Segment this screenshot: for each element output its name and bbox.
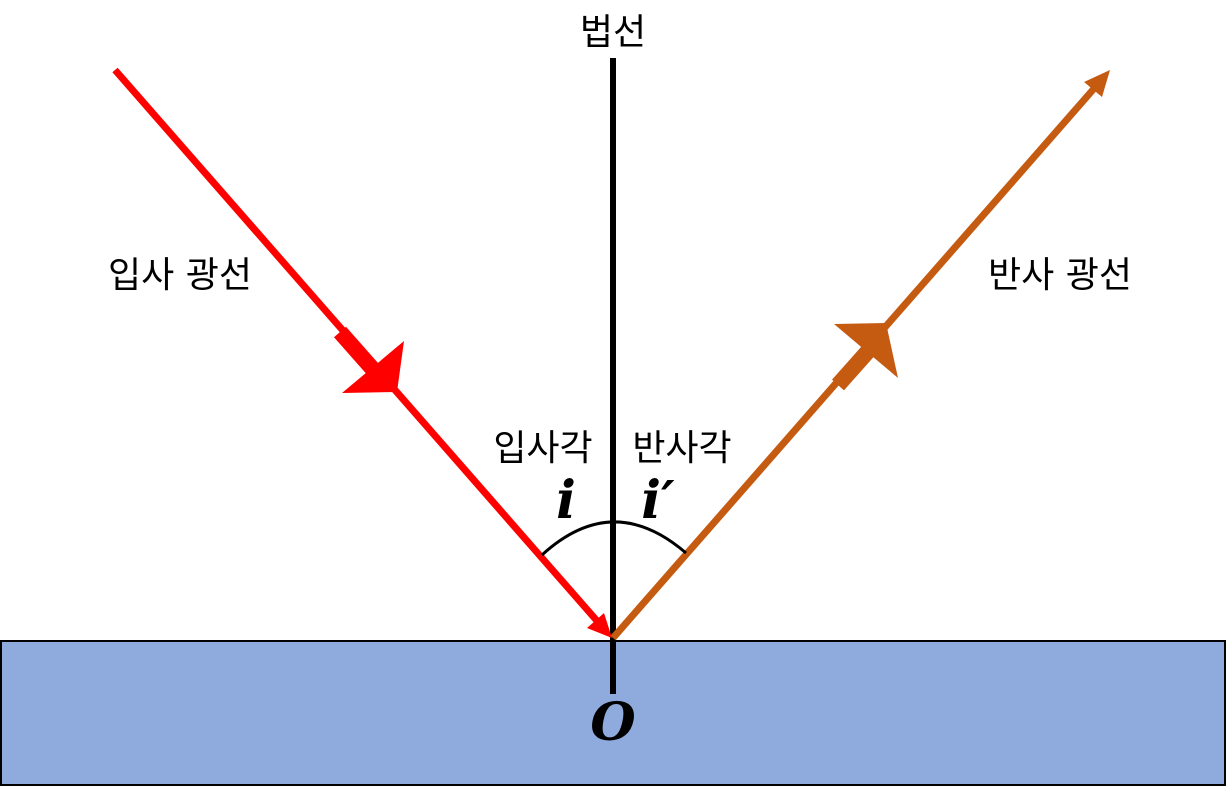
angle-arc — [540, 520, 687, 557]
origin-label: O — [590, 692, 635, 753]
incident-ray-tip-arrowhead — [587, 613, 612, 638]
reflection-angle-label: 반사각 — [632, 428, 731, 469]
incident-ray-label: 입사 광선 — [108, 255, 252, 296]
reflected-ray-mid-shaft — [832, 334, 884, 391]
normal-label: 법선 — [580, 12, 646, 53]
reflected-ray-label: 반사 광선 — [988, 255, 1132, 296]
reflected-ray-tip-arrowhead — [1084, 70, 1110, 97]
incidence-symbol: i — [556, 470, 576, 531]
incident-ray-mid-shaft — [334, 326, 384, 381]
incident-ray — [112, 67, 612, 638]
reflected-ray — [610, 70, 1110, 641]
incidence-angle-label: 입사각 — [493, 428, 592, 469]
reflection-symbol: i′ — [641, 470, 675, 531]
